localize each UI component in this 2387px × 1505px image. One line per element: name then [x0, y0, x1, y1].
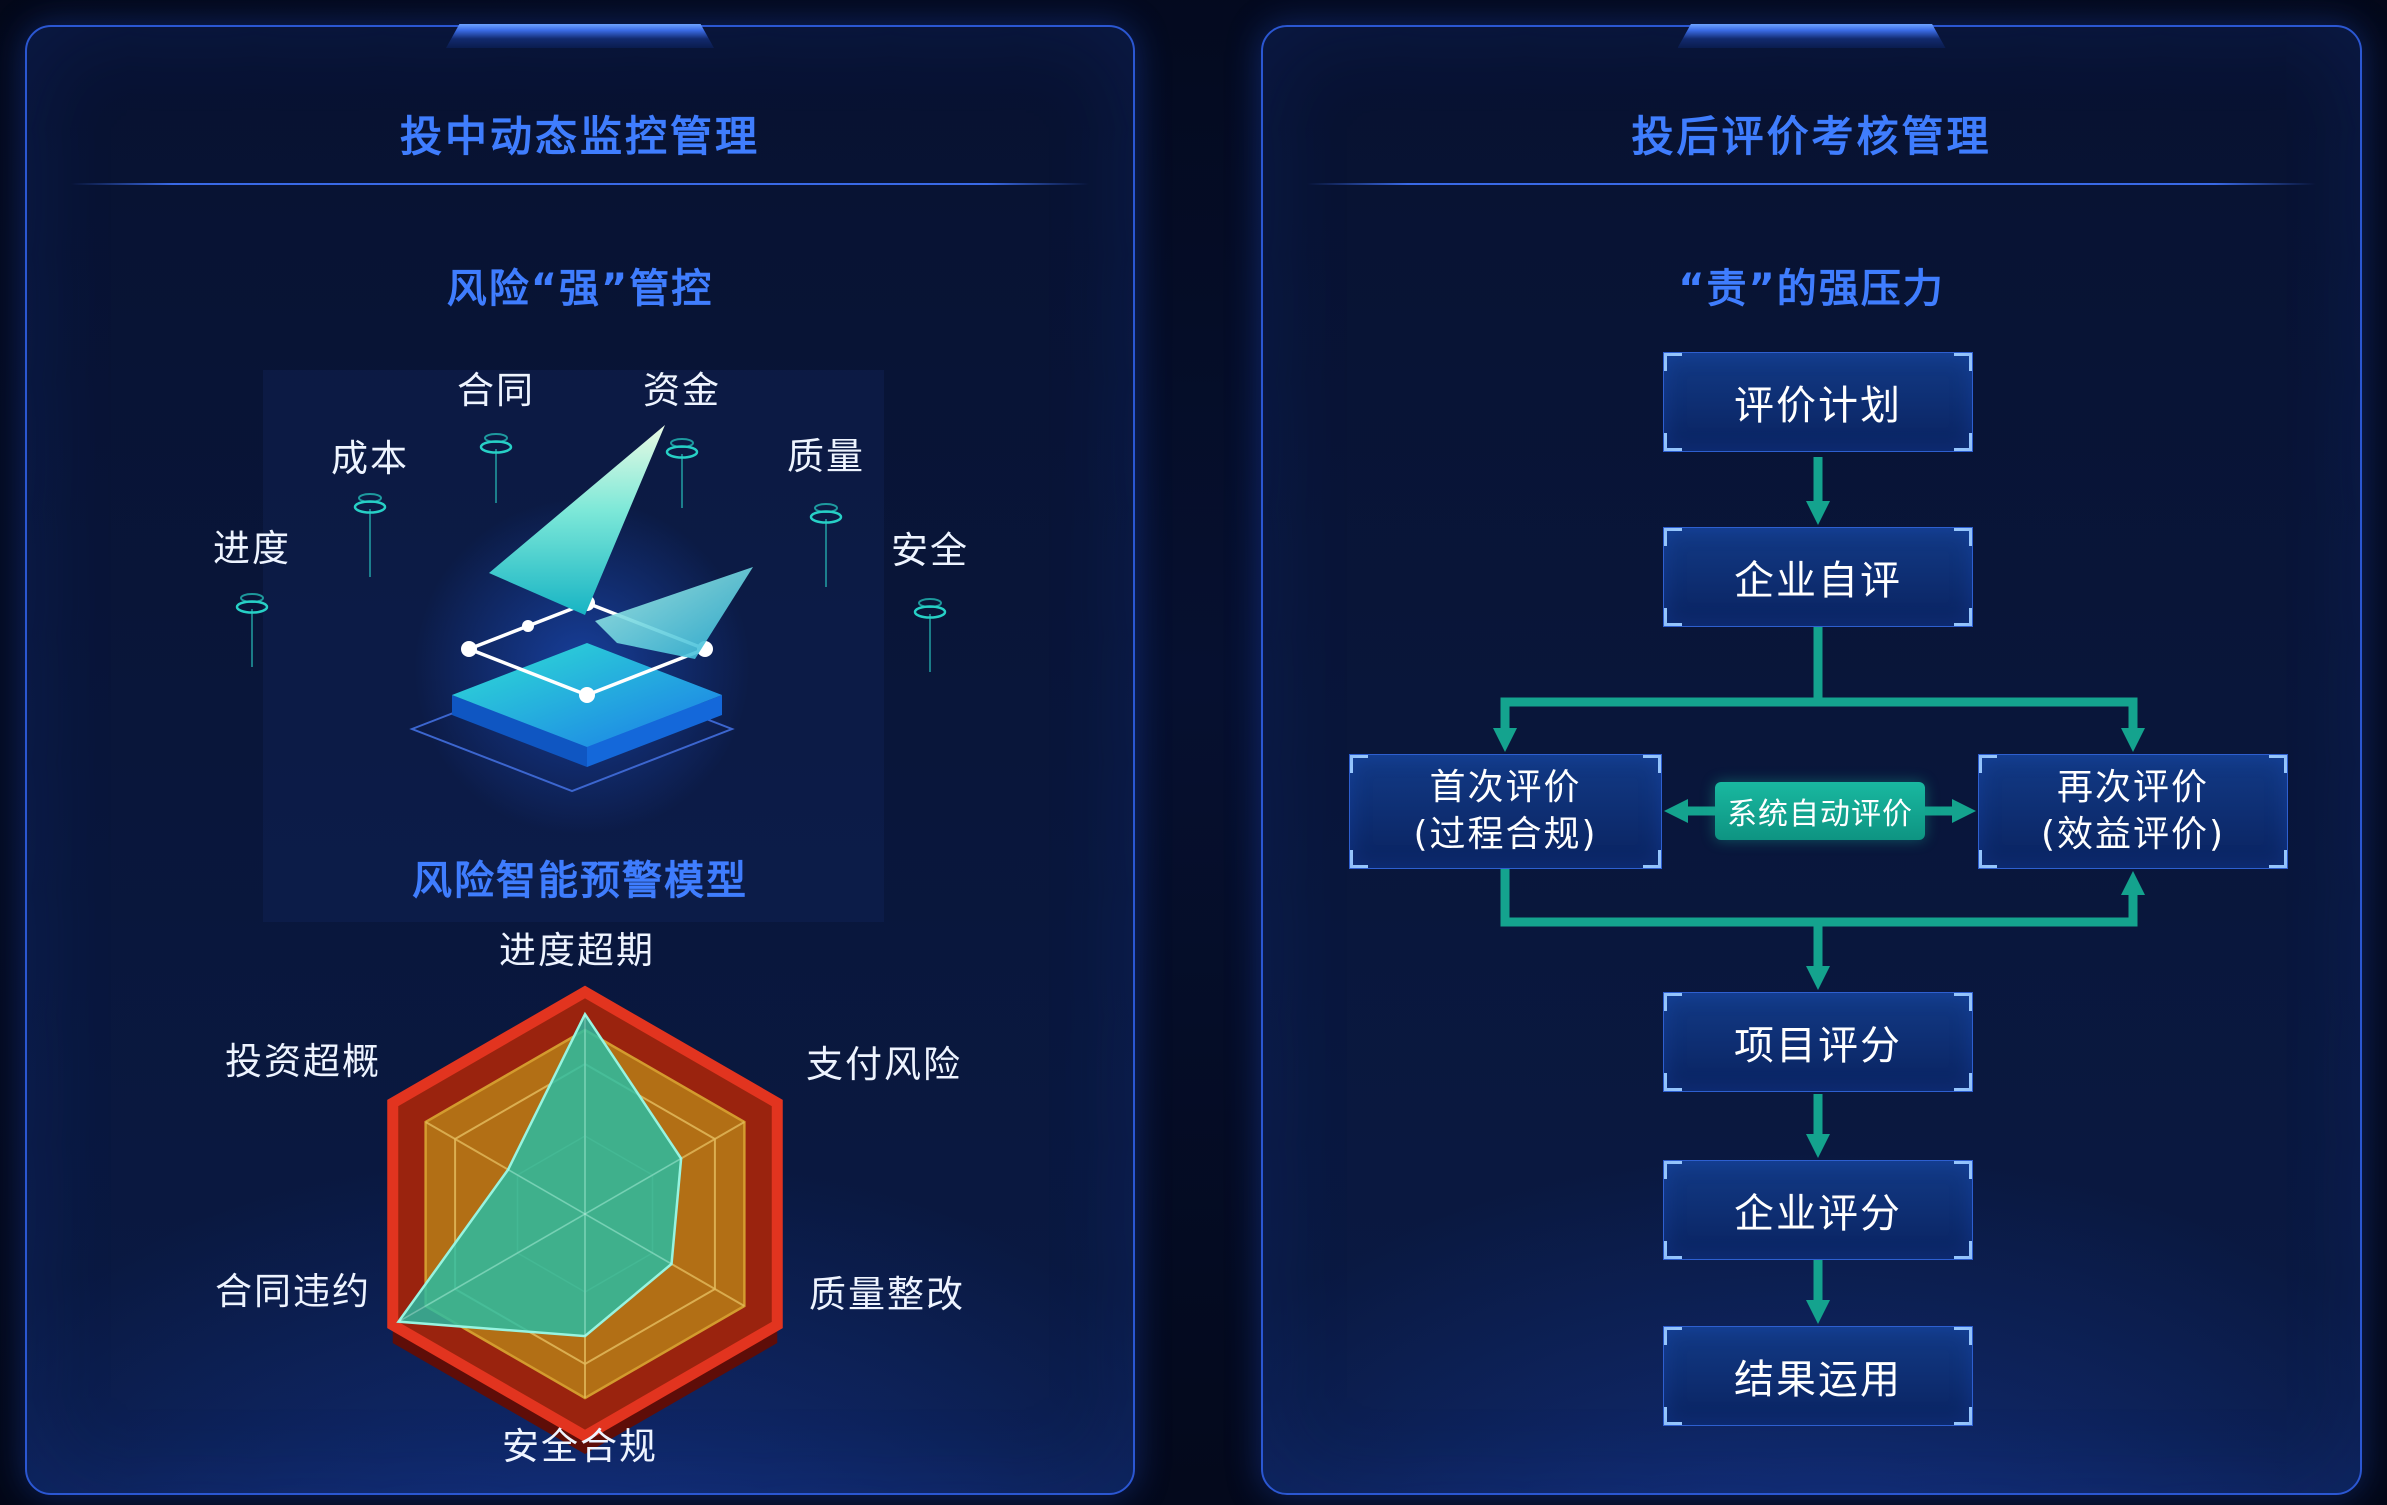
flow-step-company-score: 企业评分: [1663, 1160, 1973, 1260]
title-divider: [71, 183, 1089, 185]
risk-label-cost: 成本: [331, 437, 409, 480]
radar-label-investment-overrun: 投资超概: [225, 1040, 381, 1083]
radar-label-payment-risk: 支付风险: [806, 1043, 962, 1086]
pressure-subtitle: “责”的强压力: [1678, 266, 1945, 312]
flow-step-self-evaluation: 企业自评: [1663, 527, 1973, 627]
coil-marker-quality: [809, 503, 843, 587]
flow-step-label: 项目评分: [1734, 1023, 1902, 1069]
radar-label-safety-compliance: 安全合规: [502, 1425, 658, 1468]
coil-marker-contract: [479, 433, 513, 503]
flow-step-label-line2: (过程合规): [1413, 813, 1598, 855]
risk-label-contract: 合同: [457, 369, 535, 412]
flag-icon-lower: [595, 567, 753, 659]
panel-notch: [446, 24, 714, 48]
radar-label-progress-overdue: 进度超期: [499, 929, 655, 972]
panel-evaluation: 投后评价考核管理 “责”的强压力: [1261, 24, 2362, 1495]
platform-side-left: [452, 695, 587, 767]
flow-step-label: 企业评分: [1734, 1191, 1902, 1237]
flow-step-evaluation-plan: 评价计划: [1663, 352, 1973, 452]
flow-step-result-application: 结果运用: [1663, 1326, 1973, 1426]
flow-step-label-line1: 再次评价: [2056, 766, 2209, 808]
flow-step-label: 评价计划: [1734, 383, 1902, 429]
risk-label-safety: 安全: [891, 529, 969, 572]
auto-evaluation-label: 系统自动评价: [1727, 797, 1913, 832]
flow-step-first-evaluation: 首次评价 (过程合规): [1349, 754, 1662, 869]
panel-monitoring: 投中动态监控管理 风险“强”管控: [25, 24, 1135, 1495]
risk-3d-illustration: [235, 425, 947, 835]
radar-chart: [387, 985, 783, 1454]
panel-title: 投中动态监控管理: [399, 112, 760, 161]
panel-notch: [1677, 24, 1946, 48]
radar-label-contract-breach: 合同违约: [215, 1270, 371, 1313]
model-title: 风险智能预警模型: [412, 858, 748, 904]
title-divider: [1306, 183, 2317, 185]
auto-evaluation-pill: 系统自动评价: [1715, 782, 1925, 840]
flow-step-second-evaluation: 再次评价 (效益评价): [1978, 754, 2288, 869]
risk-label-quality: 质量: [787, 435, 865, 478]
radar-label-quality-rectify: 质量整改: [809, 1273, 965, 1316]
flow-step-label: 企业自评: [1734, 558, 1902, 604]
flow-step-project-score: 项目评分: [1663, 992, 1973, 1092]
node-dot: [522, 620, 534, 632]
coil-marker-cost: [353, 493, 387, 577]
panel-title: 投后评价考核管理: [1631, 112, 1992, 161]
platform-side-right: [587, 695, 722, 767]
flow-step-label: 结果运用: [1734, 1357, 1902, 1403]
coil-marker-funds: [665, 438, 699, 508]
risk-control-subtitle: 风险“强”管控: [446, 266, 714, 312]
risk-label-funds: 资金: [643, 369, 721, 412]
flow-step-label-line1: 首次评价: [1429, 766, 1582, 808]
node-dot: [461, 641, 477, 657]
coil-marker-safety: [913, 598, 947, 672]
risk-label-progress: 进度: [213, 527, 291, 570]
flag-icon: [489, 425, 665, 615]
flow-step-label-line2: (效益评价): [2040, 813, 2226, 855]
node-dot: [579, 687, 595, 703]
coil-marker-progress: [235, 593, 269, 667]
